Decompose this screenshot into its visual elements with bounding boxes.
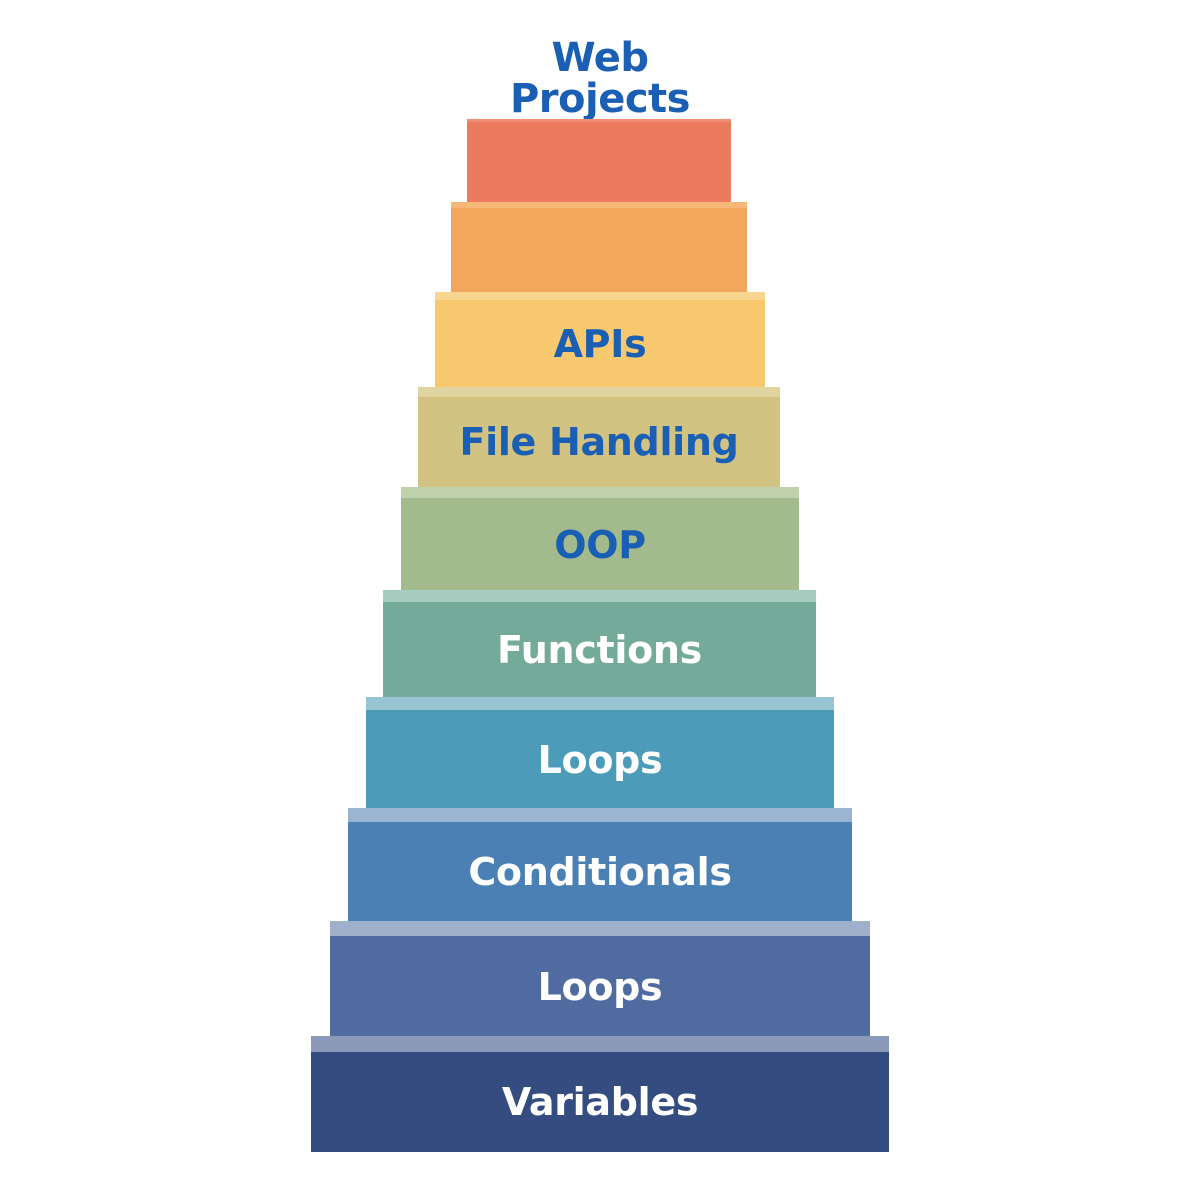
- step-file-handling: File Handling: [418, 387, 780, 487]
- step-loops-upper-label: Loops: [537, 737, 663, 782]
- step-variables: Variables: [311, 1036, 889, 1152]
- step-loops-lower: Loops: [330, 921, 870, 1037]
- step-apis-top-edge: [435, 292, 765, 300]
- step-variables-face: Variables: [311, 1052, 889, 1152]
- step-conditionals: Conditionals: [348, 808, 852, 922]
- step-file-handling-top-edge: [418, 387, 780, 397]
- step-oop-top-edge: [401, 487, 799, 498]
- step-oop-face: OOP: [401, 498, 799, 591]
- step-loops-upper: Loops: [366, 697, 834, 809]
- step-2: [451, 202, 747, 292]
- title-line-1: Web: [551, 35, 649, 81]
- step-apis-label: APIs: [553, 322, 647, 366]
- step-loops-upper-top-edge: [366, 697, 834, 710]
- step-functions-label: Functions: [497, 628, 702, 672]
- step-1: [467, 119, 731, 203]
- step-1-face: [467, 122, 731, 203]
- step-loops-upper-face: Loops: [366, 710, 834, 809]
- step-loops-lower-face: Loops: [330, 936, 870, 1037]
- step-file-handling-label: File Handling: [459, 420, 739, 464]
- step-conditionals-face: Conditionals: [348, 822, 852, 922]
- step-oop: OOP: [401, 487, 799, 591]
- step-loops-lower-top-edge: [330, 921, 870, 936]
- step-functions: Functions: [383, 590, 816, 698]
- title-line-2: Projects: [509, 76, 691, 122]
- step-2-face: [451, 208, 747, 292]
- step-functions-face: Functions: [383, 602, 816, 698]
- step-conditionals-label: Conditionals: [468, 850, 732, 894]
- step-variables-top-edge: [311, 1036, 889, 1052]
- step-functions-top-edge: [383, 590, 816, 602]
- step-loops-lower-label: Loops: [537, 964, 663, 1009]
- step-file-handling-face: File Handling: [418, 397, 780, 487]
- step-variables-label: Variables: [501, 1080, 699, 1124]
- step-oop-label: OOP: [554, 522, 646, 567]
- step-1-top-edge: [467, 119, 731, 122]
- step-apis-face: APIs: [435, 300, 765, 388]
- step-2-top-edge: [451, 202, 747, 208]
- step-conditionals-top-edge: [348, 808, 852, 822]
- step-apis: APIs: [435, 292, 765, 388]
